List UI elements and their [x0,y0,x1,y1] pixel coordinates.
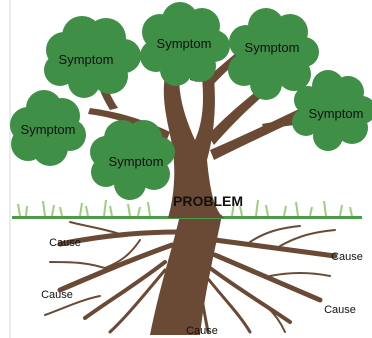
roots [45,215,335,335]
cause-label-1: Cause [49,237,81,249]
symptom-label-top-right: Symptom [245,40,300,55]
cause-label-3: Cause [41,289,73,301]
cause-label-2: Cause [331,251,363,263]
symptom-label-top-center: Symptom [157,36,212,51]
symptom-label-right: Symptom [309,106,364,121]
symptom-label-lower-center: Symptom [109,154,164,169]
problem-label: PROBLEM [173,193,243,209]
cause-label-5: Cause [186,325,218,337]
cause-label-4: Cause [324,304,356,316]
symptom-label-upper-left: Symptom [59,52,114,67]
symptom-label-left: Symptom [21,122,76,137]
